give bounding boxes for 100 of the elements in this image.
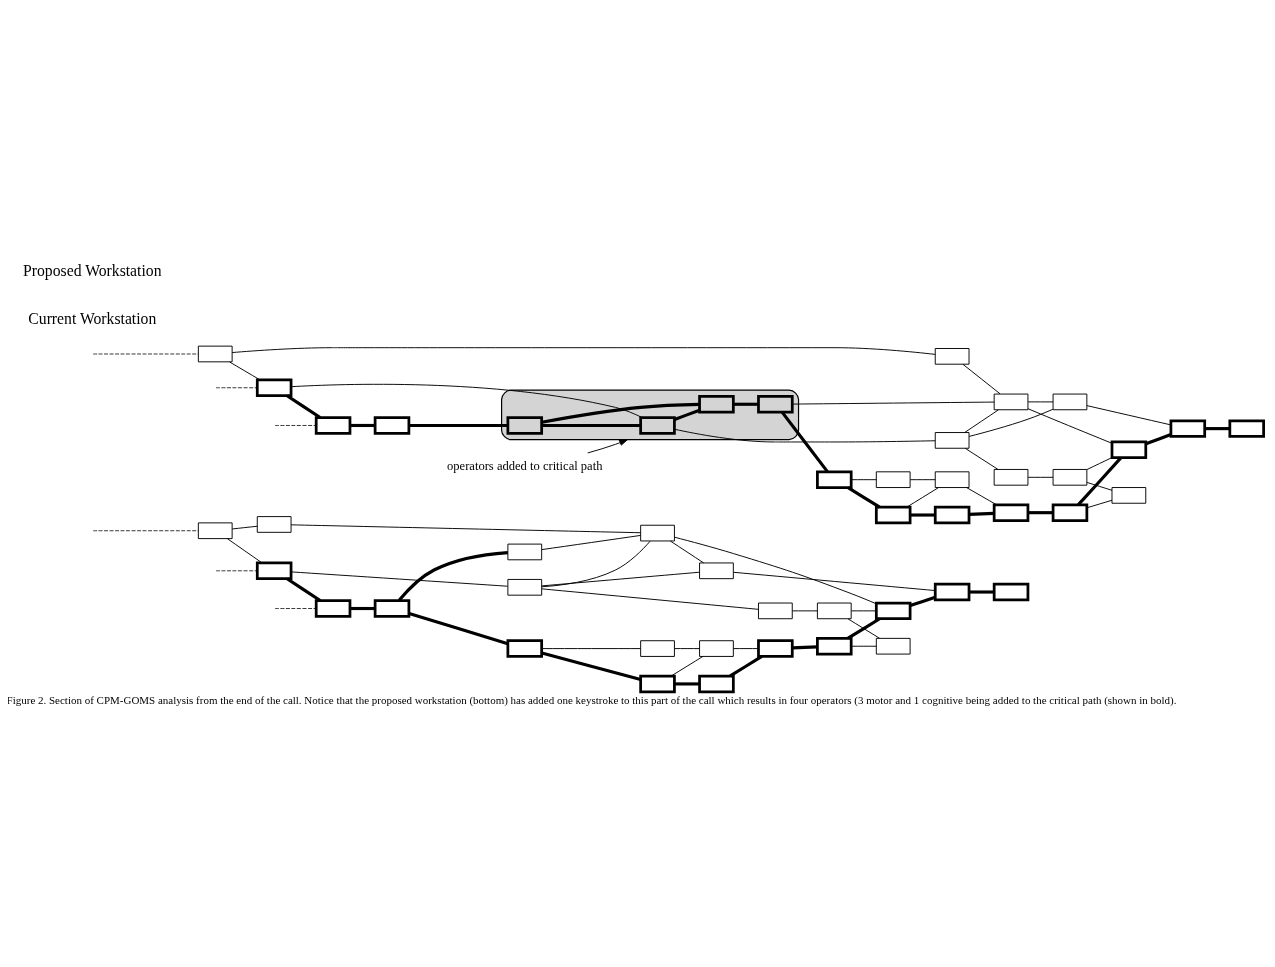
- connector: [964, 447, 999, 470]
- connector: [850, 645, 877, 647]
- connector: [733, 647, 759, 649]
- node-box: [758, 602, 793, 619]
- connector: [541, 571, 700, 586]
- connector: [674, 536, 877, 604]
- node-box: [1228, 418, 1265, 438]
- label: Proposed Workstation: [23, 261, 162, 279]
- node-box: [757, 394, 794, 413]
- connector: [92, 353, 199, 354]
- connector: [1027, 407, 1113, 444]
- connector: [1145, 432, 1172, 445]
- node-box: [1051, 502, 1089, 522]
- connector: [968, 408, 1054, 437]
- connector: [906, 486, 940, 507]
- arrow: [587, 438, 628, 453]
- connector: [791, 609, 818, 611]
- node-box: [314, 598, 352, 618]
- node-box: [875, 637, 911, 655]
- label: Current Workstation: [28, 309, 157, 327]
- connector: [674, 681, 700, 685]
- node-box: [640, 639, 675, 657]
- connector: [290, 570, 509, 587]
- node-box: [255, 561, 293, 580]
- connector: [964, 408, 999, 433]
- connector: [733, 402, 759, 406]
- node-box: [934, 431, 970, 449]
- connector: [733, 571, 936, 591]
- connector: [226, 537, 263, 563]
- node-box: [993, 393, 1029, 410]
- node-box: [1111, 486, 1147, 504]
- node-box: [816, 636, 853, 655]
- connector: [409, 423, 508, 427]
- connector: [674, 408, 701, 421]
- node-box: [314, 415, 352, 435]
- connector: [274, 424, 317, 426]
- connector: [541, 647, 642, 649]
- connector: [966, 486, 997, 505]
- node-box: [816, 469, 853, 489]
- connector: [1077, 456, 1122, 506]
- node-box: [507, 543, 543, 560]
- connector: [962, 363, 1001, 394]
- node-box: [255, 378, 293, 397]
- node-box: [1169, 418, 1207, 438]
- node-box: [992, 502, 1030, 522]
- connector: [850, 609, 877, 611]
- connector: [781, 410, 829, 473]
- connector: [541, 423, 641, 427]
- connector: [969, 511, 995, 516]
- connector: [792, 401, 995, 405]
- node-box: [507, 578, 543, 596]
- node-box: [933, 505, 971, 524]
- connector: [215, 386, 258, 388]
- connector: [290, 383, 643, 418]
- connector: [1086, 456, 1113, 470]
- connector: [541, 402, 700, 424]
- connector: [1086, 404, 1172, 425]
- connector: [541, 650, 641, 681]
- node-box: [1052, 468, 1088, 486]
- node-box: [699, 639, 734, 657]
- connector: [910, 512, 936, 517]
- node-box: [934, 470, 970, 488]
- connector: [909, 478, 936, 480]
- connector: [792, 644, 818, 649]
- node-box: [993, 468, 1029, 486]
- connector: [847, 485, 881, 508]
- node-box: [816, 602, 852, 619]
- connector: [1086, 481, 1113, 491]
- connector: [92, 529, 199, 531]
- node-box: [933, 582, 971, 601]
- connector: [1086, 499, 1113, 508]
- connector: [850, 478, 877, 480]
- connector: [670, 540, 704, 563]
- connector: [286, 577, 321, 602]
- connector: [231, 525, 258, 529]
- connector: [1027, 476, 1054, 478]
- node-box: [699, 562, 734, 579]
- node-box: [197, 345, 233, 362]
- connector: [408, 611, 509, 645]
- node-box: [256, 515, 292, 533]
- connector: [909, 595, 936, 607]
- connector: [729, 654, 763, 677]
- connector: [674, 428, 936, 442]
- connector: [274, 607, 317, 609]
- connector: [670, 655, 704, 676]
- connector: [541, 534, 642, 550]
- node-box: [874, 505, 912, 524]
- connector: [229, 361, 261, 380]
- node-box: [373, 415, 411, 435]
- connector: [231, 346, 936, 355]
- connector: [350, 606, 376, 610]
- node-box: [874, 601, 912, 620]
- connector: [215, 569, 258, 571]
- node-text: operators added to critical path: [447, 458, 603, 473]
- connector: [541, 587, 759, 610]
- connector: [674, 647, 700, 649]
- connector: [290, 523, 642, 533]
- node-box: [506, 415, 544, 435]
- connector: [350, 423, 376, 427]
- connector: [541, 540, 651, 587]
